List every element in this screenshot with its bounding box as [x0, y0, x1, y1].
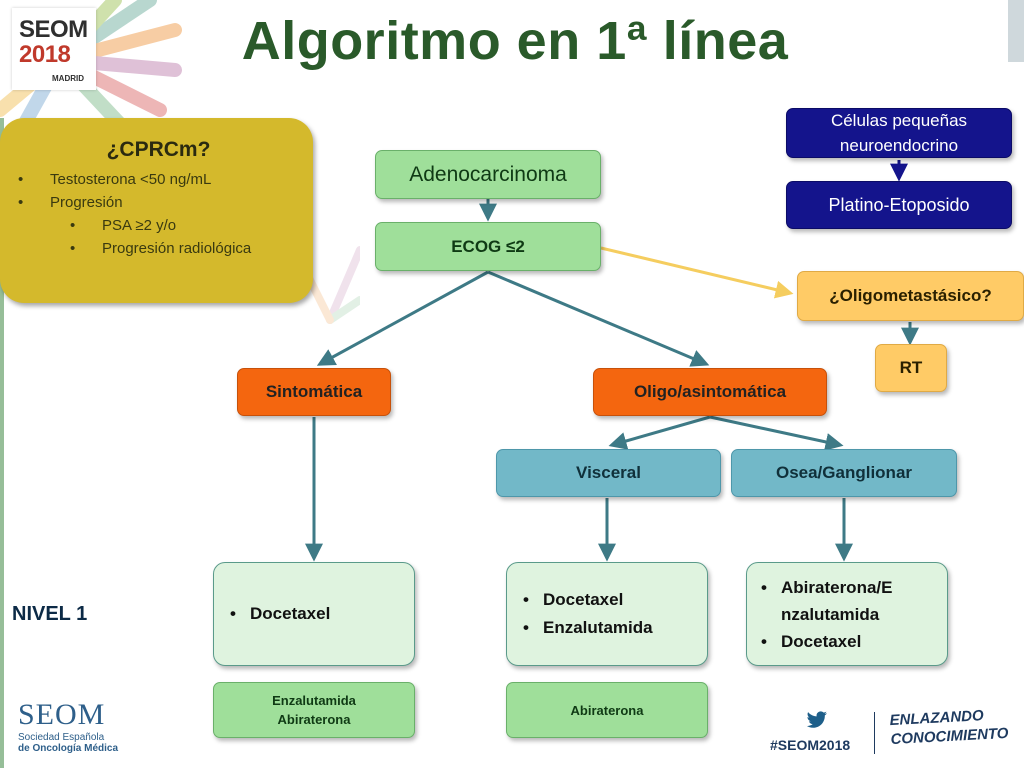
hashtag-label: #SEOM2018: [770, 737, 851, 753]
twitter-icon: [806, 711, 827, 728]
node-ecog: ECOG ≤2: [375, 222, 601, 271]
treatment-visceral: Docetaxel Enzalutamida: [506, 562, 708, 666]
cprc-subitem: Progresión radiológica: [18, 237, 299, 260]
treatment-list: Docetaxel: [228, 604, 330, 624]
alternative-line: Abiraterona: [277, 712, 351, 727]
slide-title: Algoritmo en 1ª línea: [241, 11, 789, 71]
alternative-sintomatica: Enzalutamida Abiraterona: [213, 682, 415, 738]
node-small-cell: Células pequeñas neuroendocrino: [786, 108, 1012, 158]
alternative-visceral: Abiraterona: [506, 682, 708, 738]
treatment-item: Enzalutamida: [521, 614, 653, 642]
seom-footer-logo: SEOM Sociedad Española de Oncología Médi…: [18, 698, 118, 754]
node-platino-etoposido: Platino-Etoposido: [786, 181, 1012, 229]
logo-line2: 2018: [19, 41, 71, 68]
treatment-item: Abiraterona/E nzalutamida: [759, 574, 919, 628]
arrow-ecog-to-sintomatica: [316, 270, 489, 366]
cprc-subitem: PSA ≥2 y/o: [18, 214, 299, 237]
cprc-item: Progresión: [18, 191, 299, 214]
treatment-list: Abiraterona/E nzalutamida Docetaxel: [759, 574, 919, 655]
cprc-criteria-box: ¿CPRCm? Testosterona <50 ng/mL Progresió…: [0, 118, 313, 303]
seom-footer-title: SEOM: [18, 698, 106, 731]
node-osea-ganglionar: Osea/Ganglionar: [731, 449, 957, 497]
node-adenocarcinoma: Adenocarcinoma: [375, 150, 601, 199]
logo-line1: SEOM: [19, 16, 88, 43]
treatment-osea: Abiraterona/E nzalutamida Docetaxel: [746, 562, 948, 666]
treatment-item: Docetaxel: [759, 628, 919, 655]
alternative-line: Enzalutamida: [272, 693, 356, 708]
seom-footer-line2: de Oncología Médica: [18, 743, 119, 754]
node-oligometastasico: ¿Oligometastásico?: [797, 271, 1024, 321]
node-rt: RT: [875, 344, 947, 392]
logo-line3: MADRID: [52, 74, 84, 83]
node-visceral: Visceral: [496, 449, 721, 497]
treatment-item: Docetaxel: [521, 586, 653, 614]
footer-divider: [874, 712, 875, 754]
arrow-oligo-to-osea: [709, 415, 844, 451]
cprc-criteria-list: Testosterona <50 ng/mL Progresión PSA ≥2…: [18, 168, 299, 260]
level-label: NIVEL 1: [12, 603, 88, 625]
arrow-oligo-to-visceral: [608, 415, 711, 450]
arrow-ecog-to-oligo: [487, 270, 710, 367]
arrow-ecog-to-oligomet: [600, 246, 794, 299]
slogan: ENLAZANDO CONOCIMIENTO: [889, 705, 1009, 749]
treatment-item: Docetaxel: [228, 604, 330, 624]
small-cell-line1: Células pequeñas: [830, 111, 968, 130]
seom-2018-logo: SEOM 2018 MADRID: [12, 8, 96, 90]
treatment-sintomatica: Docetaxel: [213, 562, 415, 666]
treatment-list: Docetaxel Enzalutamida: [521, 586, 653, 642]
left-accent-bar: [0, 118, 4, 768]
node-oligo-asintomatica: Oligo/asintomática: [593, 368, 827, 416]
cprc-title: ¿CPRCm?: [106, 138, 211, 161]
cprc-item: Testosterona <50 ng/mL: [18, 168, 299, 191]
seom-footer-line1: Sociedad Española: [18, 732, 105, 743]
small-cell-line2: neuroendocrino: [839, 136, 959, 155]
node-sintomatica: Sintomática: [237, 368, 391, 416]
right-accent-block: [1008, 0, 1024, 62]
